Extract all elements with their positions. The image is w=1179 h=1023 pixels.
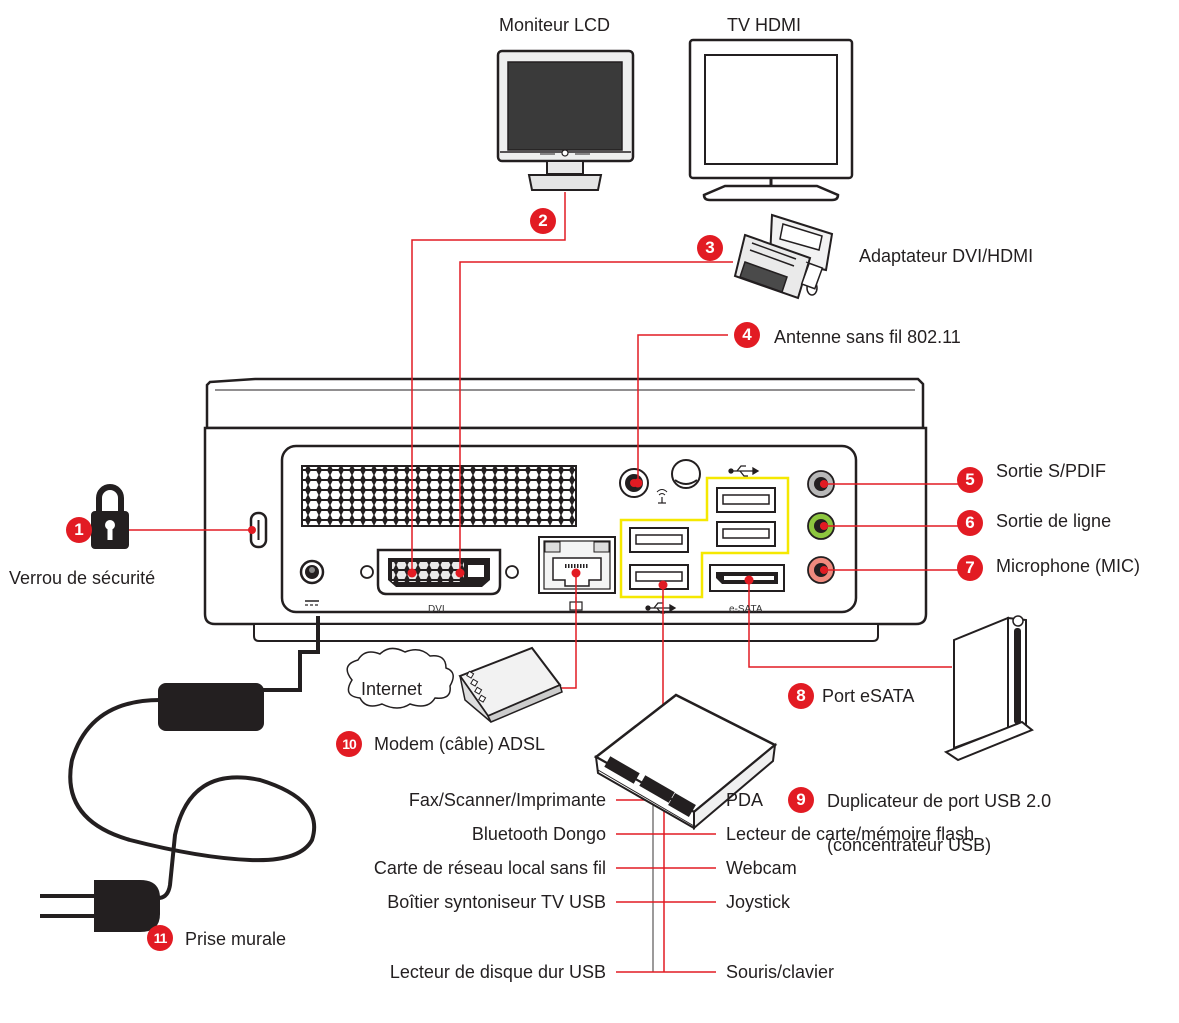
callout-badge-10: 10 <box>336 731 362 757</box>
callout-label-8: Port eSATA <box>822 686 915 706</box>
hdmi-tv <box>688 38 854 202</box>
dc-power-jack <box>299 559 325 606</box>
callout-label-9: Duplicateur de port USB 2.0 <box>827 791 1052 811</box>
usb-device-right-4: Joystick <box>726 892 791 912</box>
connection-dots <box>248 478 828 590</box>
callout-sublabel-9: (concentrateur USB) <box>827 835 992 855</box>
callout-badge-7: 7 <box>957 555 983 581</box>
usb-device-right-5: Souris/clavier <box>726 962 835 982</box>
external-hdd <box>943 615 1034 762</box>
hdmi-tv-label: TV HDMI <box>727 15 801 35</box>
lcd-monitor <box>496 49 635 191</box>
usb-device-right-1: PDA <box>726 790 764 810</box>
wall-plug <box>40 880 160 932</box>
usb-frame <box>619 476 790 599</box>
usb-ports <box>629 487 776 590</box>
esata-port-label: e-SATA <box>729 604 763 615</box>
callout-badge-4: 4 <box>734 322 760 348</box>
callout-badge-9: 9 <box>788 787 814 813</box>
adsl-modem <box>458 646 563 723</box>
callout-badge-6: 6 <box>957 510 983 536</box>
callout-label-6: Sortie de ligne <box>996 511 1112 531</box>
callout-badge-11: 11 <box>147 925 173 951</box>
dvi-hdmi-adapter <box>733 213 834 300</box>
usb-device-left-3: Carte de réseau local sans fil <box>373 858 606 878</box>
internet-label: Internet <box>361 679 423 699</box>
lcd-monitor-label: Moniteur LCD <box>499 15 611 35</box>
usb-icon-bottom <box>645 602 677 614</box>
dvi-port <box>360 548 519 596</box>
usb-device-left-2: Bluetooth Dongo <box>471 824 606 844</box>
dvi-port-label: DVI <box>428 604 445 615</box>
internet-cloud <box>346 647 454 709</box>
usb-device-left-1: Fax/Scanner/Imprimante <box>408 790 606 810</box>
power-brick <box>158 683 264 731</box>
padlock-icon <box>91 484 129 549</box>
vent-grille <box>301 465 577 527</box>
usb-device-right-2: Lecteur de carte/mémoire flash <box>726 824 975 844</box>
power-cable <box>68 616 320 900</box>
callout-label-7: Microphone (MIC) <box>996 556 1141 576</box>
usb-icon-top <box>728 465 760 477</box>
callout-label-11: Prise murale <box>185 929 287 949</box>
lan-port <box>538 536 616 611</box>
callout-badge-1: 1 <box>66 517 92 543</box>
callout-label-5: Sortie S/PDIF <box>996 461 1107 481</box>
usb-device-left-5: Lecteur de disque dur USB <box>389 962 606 982</box>
callout-badge-8: 8 <box>788 683 814 709</box>
connection-lines <box>126 192 970 973</box>
callout-label-1: Verrou de sécurité <box>9 568 156 588</box>
usb-hub <box>593 693 778 831</box>
usb-device-right-3: Webcam <box>726 858 797 878</box>
callout-badge-3: 3 <box>697 235 723 261</box>
callout-label-10: Modem (câble) ADSL <box>374 734 546 754</box>
callout-label-4: Antenne sans fil 802.11 <box>774 327 961 347</box>
usb-device-left-4: Boîtier syntoniseur TV USB <box>387 892 606 912</box>
callout-label-3: Adaptateur DVI/HDMI <box>859 246 1034 266</box>
callout-badge-5: 5 <box>957 467 983 493</box>
round-button <box>671 459 701 489</box>
callout-badge-2: 2 <box>530 208 556 234</box>
